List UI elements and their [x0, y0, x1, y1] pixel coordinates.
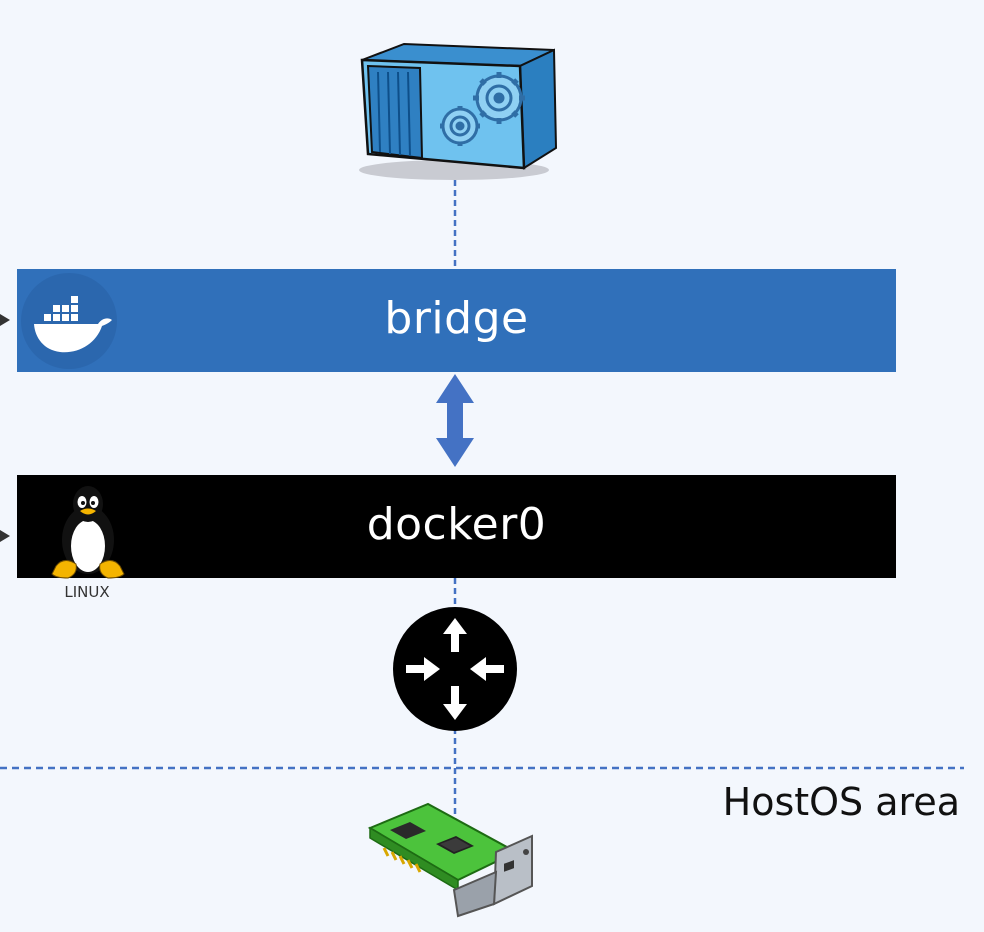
- linux-tux-icon: [51, 486, 125, 579]
- network-card-icon: [367, 802, 533, 918]
- bridge-docker0-double-arrow: [436, 374, 474, 467]
- bridge-label: bridge: [384, 293, 529, 344]
- host-area-label: HostOS area: [722, 780, 960, 824]
- docker-whale-icon: [21, 273, 117, 369]
- router-icon: [393, 607, 517, 731]
- container-gears-icon: [359, 42, 558, 180]
- bridge-network-bar: bridge: [17, 269, 896, 372]
- docker0-label: docker0: [366, 499, 547, 550]
- linux-caption: LINUX: [64, 583, 110, 601]
- docker0-interface-bar: docker0: [17, 475, 896, 578]
- left-arrowhead-bridge: [0, 314, 10, 326]
- left-arrowhead-docker0: [0, 530, 10, 542]
